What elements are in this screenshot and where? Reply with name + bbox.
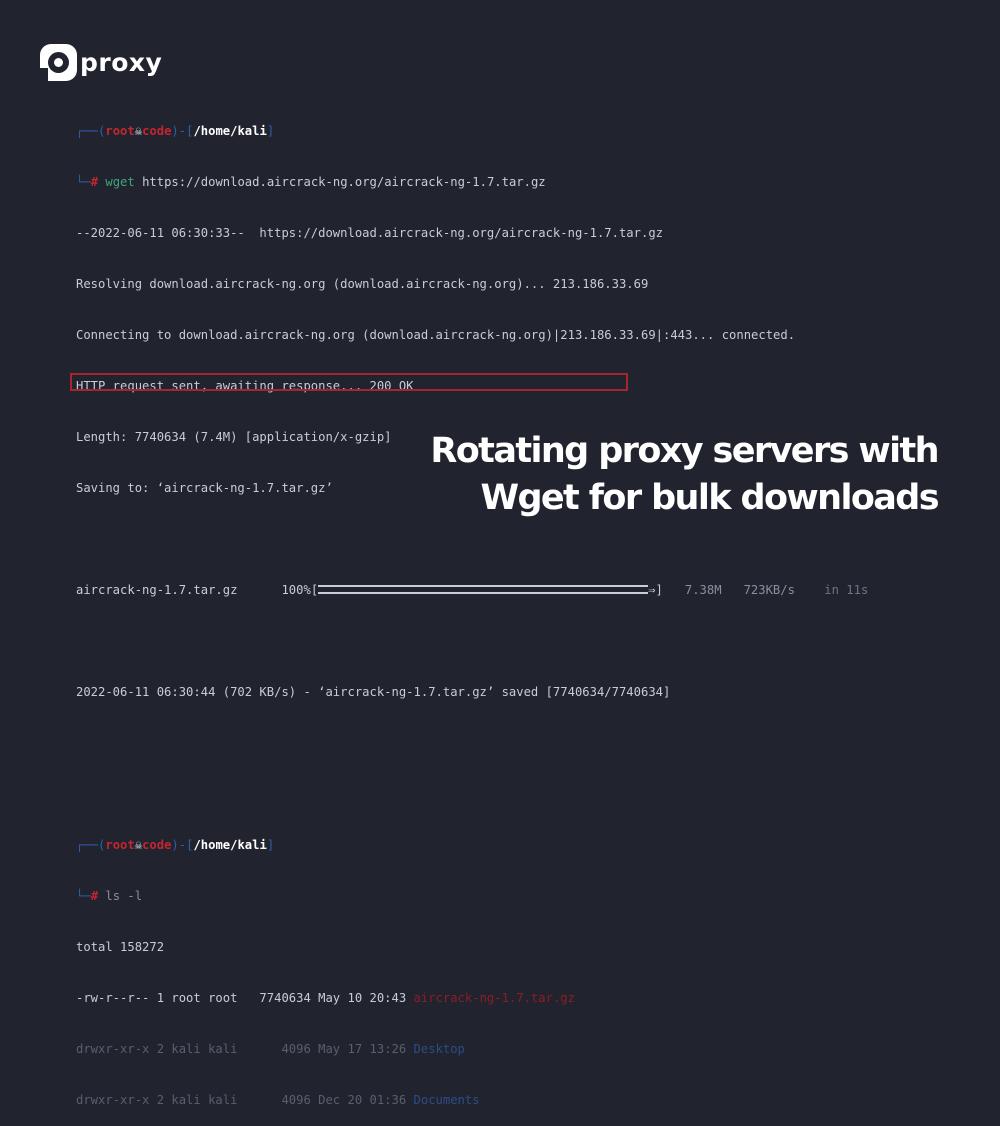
- progress-bar: [318, 585, 649, 594]
- headline-line-2: Wget for bulk downloads: [480, 478, 939, 518]
- brand-name: proxy: [80, 48, 163, 77]
- highlight-box: [70, 373, 628, 391]
- headline: Rotating proxy servers with Wget for bul…: [430, 428, 939, 522]
- output-line: Saving to: ‘aircrack-ng-1.7.tar.gz’: [76, 481, 333, 495]
- ls-row: -rw-r--r-- 1 root root 7740634 May 10 20…: [76, 991, 575, 1005]
- terminal-output: ┌──(root☠code)-[/home/kali] └─# wget htt…: [76, 89, 868, 1126]
- proxy-logo-icon: [40, 44, 77, 81]
- progress-line: aircrack-ng-1.7.tar.gz 100%[⇒] 7.38M 723…: [76, 583, 869, 597]
- skull-icon: ☠: [134, 124, 143, 138]
- output-line: Resolving download.aircrack-ng.org (down…: [76, 277, 649, 291]
- output-line: Length: 7740634 (7.4M) [application/x-gz…: [76, 430, 392, 444]
- prompt-header-1: ┌──(root☠code)-[/home/kali]: [76, 124, 275, 138]
- ls-row: drwxr-xr-x 2 kali kali 4096 May 17 13:26…: [76, 1042, 465, 1056]
- output-line: Connecting to download.aircrack-ng.org (…: [76, 328, 796, 342]
- saved-line: 2022-06-11 06:30:44 (702 KB/s) - ‘aircra…: [76, 685, 671, 699]
- brand-logo: proxy: [40, 44, 162, 81]
- output-line: --2022-06-11 06:30:33-- https://download…: [76, 226, 663, 240]
- prompt-header-2: ┌──(root☠code)-[/home/kali]: [76, 838, 275, 852]
- ls-total: total 158272: [76, 940, 165, 954]
- ls-row: drwxr-xr-x 2 kali kali 4096 Dec 20 01:36…: [76, 1093, 480, 1107]
- headline-line-1: Rotating proxy servers with: [430, 431, 939, 471]
- skull-icon: ☠: [134, 838, 143, 852]
- command-line-2: └─# ls -l: [76, 889, 143, 903]
- command-line-1: └─# wget https://download.aircrack-ng.or…: [76, 175, 546, 189]
